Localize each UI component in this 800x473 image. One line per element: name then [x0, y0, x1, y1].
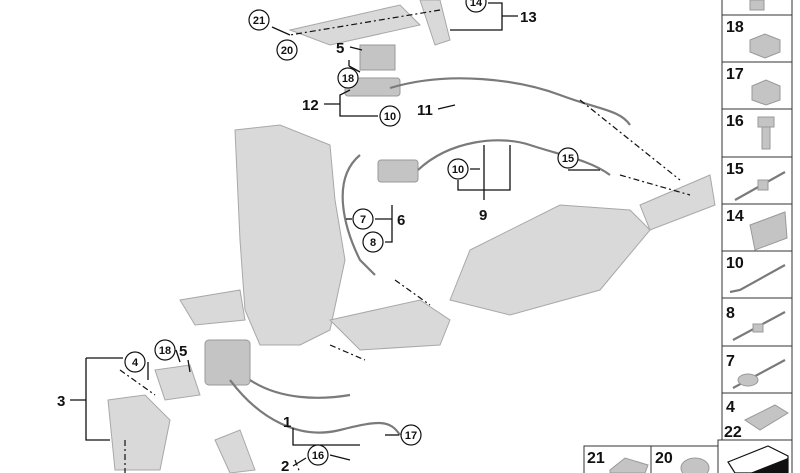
- svg-text:8: 8: [370, 237, 376, 249]
- bracket-left: [179, 289, 246, 326]
- callout-17: 17: [400, 424, 422, 446]
- heat-shield-3: [107, 394, 171, 471]
- callout-2: 2: [281, 458, 289, 473]
- callout-7: 7: [352, 208, 374, 230]
- tail-pipe: [639, 174, 716, 231]
- leader-lines: [70, 2, 600, 467]
- svg-text:21: 21: [253, 15, 265, 27]
- bracket-5: [359, 44, 396, 71]
- svg-text:8: 8: [726, 305, 735, 322]
- callout-8: 8: [362, 231, 384, 253]
- callout-14: 14: [465, 0, 487, 13]
- svg-text:18: 18: [726, 19, 744, 36]
- bolt-icon: [749, 0, 765, 11]
- callout-18: 18: [337, 67, 359, 89]
- cable-tie-icon: [729, 264, 786, 294]
- svg-text:20: 20: [281, 45, 293, 57]
- callout-3: 3: [57, 393, 65, 410]
- svg-text:15: 15: [726, 161, 744, 178]
- svg-text:10: 10: [726, 255, 744, 272]
- washer-nut-icon: [680, 457, 710, 473]
- particulate-filter: [234, 124, 346, 346]
- callout-11: 11: [417, 102, 433, 119]
- part-box-8[interactable]: [721, 297, 793, 347]
- svg-text:18: 18: [342, 73, 354, 85]
- svg-text:4: 4: [726, 399, 735, 416]
- svg-text:14: 14: [470, 0, 483, 9]
- svg-text:17: 17: [405, 430, 417, 442]
- svg-text:18: 18: [159, 345, 171, 357]
- callout-12: 12: [302, 97, 319, 114]
- silencer: [449, 204, 651, 316]
- svg-text:16: 16: [312, 450, 324, 462]
- callout-20: 20: [276, 39, 298, 61]
- wires: [229, 77, 631, 436]
- heat-shield-bracket: [288, 4, 421, 46]
- svg-text:14: 14: [726, 208, 744, 225]
- svg-text:4: 4: [132, 357, 139, 369]
- callout-16: 16: [307, 444, 329, 466]
- bracket-lower: [154, 364, 201, 401]
- part-box-7[interactable]: [721, 345, 793, 394]
- clip-nut-icon: [744, 404, 789, 431]
- bracket-13: [419, 0, 451, 46]
- svg-text:10: 10: [384, 111, 396, 123]
- svg-text:16: 16: [726, 113, 744, 130]
- callout-5-lower: 5: [179, 343, 187, 360]
- callout-15: 15: [557, 147, 579, 169]
- svg-text:15: 15: [562, 153, 574, 165]
- hex-nut-icon: [749, 33, 781, 59]
- callout-6: 6: [397, 212, 405, 229]
- parts-illustration: [107, 0, 716, 473]
- svg-text:17: 17: [726, 66, 744, 83]
- callout-18-lower: 18: [154, 339, 176, 361]
- callout-5: 5: [336, 40, 344, 57]
- callout-4: 4: [124, 351, 146, 373]
- pipe: [329, 299, 451, 351]
- callout-13: 13: [520, 9, 537, 26]
- callout-9: 9: [479, 207, 487, 224]
- control-unit-lower: [204, 339, 251, 386]
- hex-nut-icon: [751, 79, 781, 106]
- svg-text:20: 20: [655, 450, 673, 467]
- callout-10-second: 10: [447, 158, 469, 180]
- sensor-module: [377, 159, 419, 183]
- part-box-16[interactable]: [721, 108, 793, 158]
- callout-1: 1: [283, 414, 291, 431]
- parts-column: 18 17 16 15 14 10 8 7 4 22 21: [583, 0, 793, 473]
- svg-text:21: 21: [587, 450, 605, 467]
- dash-lines: [119, 9, 691, 473]
- bolt-icon: [757, 116, 775, 128]
- clip-icon: [749, 211, 788, 251]
- svg-text:10: 10: [452, 164, 464, 176]
- svg-text:7: 7: [360, 214, 366, 226]
- svg-text:22: 22: [724, 424, 742, 441]
- bracket-2: [214, 429, 256, 473]
- callout-21: 21: [248, 9, 270, 31]
- callout-10: 10: [379, 105, 401, 127]
- svg-text:7: 7: [726, 353, 735, 370]
